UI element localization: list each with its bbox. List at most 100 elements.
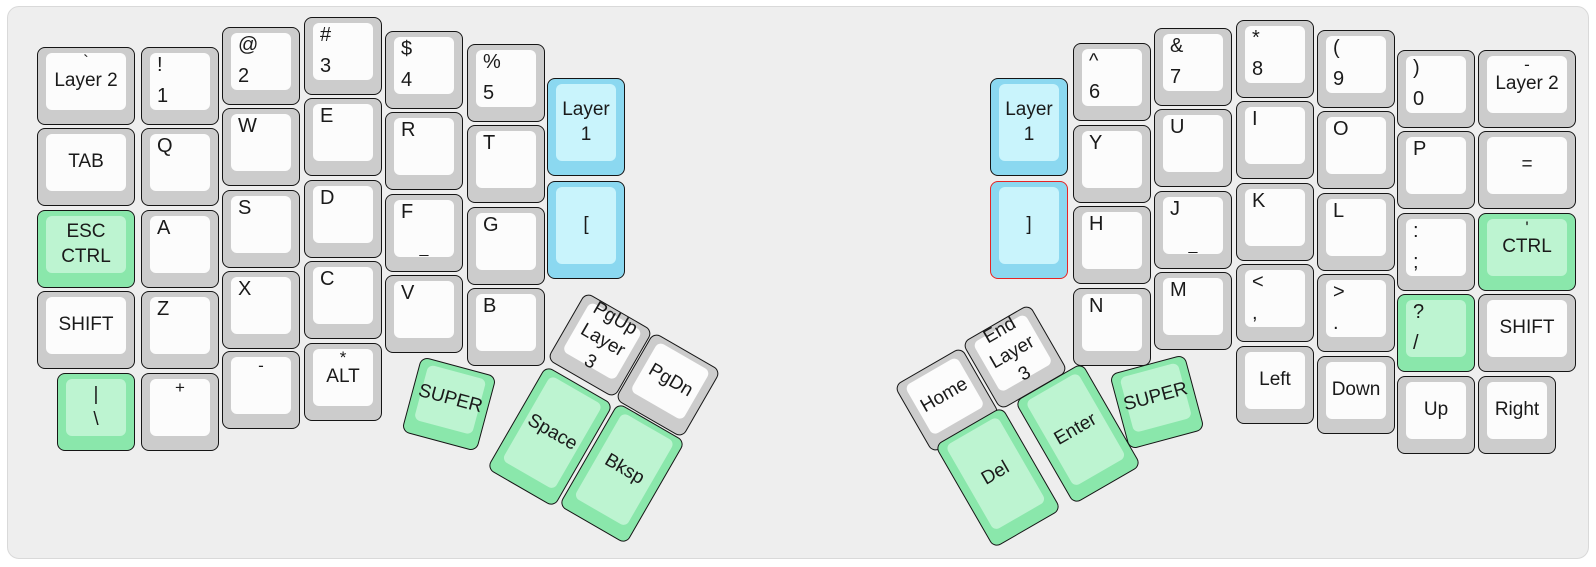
key-caret-6[interactable]: ^6 xyxy=(1073,43,1151,121)
key-label: # xyxy=(320,24,332,46)
key-colon-semicolon[interactable]: :; xyxy=(1397,213,1475,291)
key-question-slash[interactable]: ?/ xyxy=(1397,294,1475,372)
key-a[interactable]: A xyxy=(141,210,219,288)
key-h[interactable]: H xyxy=(1073,206,1151,284)
keycap-top: G xyxy=(476,213,536,270)
key-label: W xyxy=(238,115,257,137)
key-paren-0[interactable]: )0 xyxy=(1397,50,1475,128)
key-shift-left[interactable]: SHIFT xyxy=(37,291,135,369)
key-label: / xyxy=(1413,332,1419,354)
key-left[interactable]: Left xyxy=(1236,346,1314,424)
key-label: & xyxy=(1170,35,1184,57)
key-label: J xyxy=(1170,198,1180,220)
key-label: - xyxy=(258,356,264,375)
key-m[interactable]: M xyxy=(1154,272,1232,350)
key-w[interactable]: W xyxy=(222,108,300,186)
key-star-8[interactable]: *8 xyxy=(1236,20,1314,98)
key-label: 6 xyxy=(1089,81,1101,103)
keycap-top: !1 xyxy=(150,53,210,110)
key-label: , xyxy=(1252,302,1258,324)
key-label: SHIFT xyxy=(1499,317,1555,339)
keycap-top: *8 xyxy=(1245,26,1305,83)
keycap-top: `Layer 2 xyxy=(46,52,126,110)
key-shift-right[interactable]: SHIFT xyxy=(1478,294,1576,372)
key-star-alt[interactable]: *ALT xyxy=(304,343,382,421)
key-minus-layer2[interactable]: -Layer 2 xyxy=(1478,50,1576,128)
key-less-comma[interactable]: <, xyxy=(1236,264,1314,342)
key-i[interactable]: I xyxy=(1236,101,1314,179)
key-label: ! xyxy=(157,54,163,76)
keycap-top: W xyxy=(231,114,291,171)
key-z[interactable]: Z xyxy=(141,291,219,369)
keycap-top: %5 xyxy=(476,50,536,107)
keycap-top: M xyxy=(1163,278,1223,335)
key-label: G xyxy=(483,214,499,236)
key-amp-7[interactable]: &7 xyxy=(1154,28,1232,106)
key-quote-ctrl[interactable]: 'CTRL xyxy=(1478,213,1576,291)
keycap-top: &7 xyxy=(1163,34,1223,91)
key-label: Layer 2 xyxy=(1495,73,1559,95)
key-grave-layer2[interactable]: `Layer 2 xyxy=(37,47,135,125)
key-tab[interactable]: TAB xyxy=(37,128,135,206)
key-hash-3[interactable]: #3 xyxy=(304,17,382,95)
key-s[interactable]: S xyxy=(222,190,300,268)
key-label: 8 xyxy=(1252,58,1264,80)
key-f[interactable]: F_ xyxy=(385,194,463,272)
key-label: E xyxy=(320,105,334,127)
key-esc-ctrl[interactable]: ESC CTRL xyxy=(37,210,135,288)
key-v[interactable]: V xyxy=(385,275,463,353)
key-percent-5[interactable]: %5 xyxy=(467,44,545,122)
key-label: ^ xyxy=(1089,50,1099,72)
key-label: Up xyxy=(1423,399,1449,421)
key-label: * xyxy=(1252,27,1260,49)
key-e[interactable]: E xyxy=(304,98,382,176)
key-label: ) xyxy=(1413,57,1420,79)
keycap-top: PgDn xyxy=(630,341,711,421)
key-q[interactable]: Q xyxy=(141,128,219,206)
keycap-top: = xyxy=(1487,137,1567,194)
key-u[interactable]: U xyxy=(1154,109,1232,187)
key-rbracket[interactable]: ] xyxy=(990,181,1068,279)
key-n[interactable]: N xyxy=(1073,288,1151,366)
key-down[interactable]: Down xyxy=(1317,356,1395,434)
key-p[interactable]: P xyxy=(1397,131,1475,209)
key-y[interactable]: Y xyxy=(1073,125,1151,203)
key-label: R xyxy=(401,119,416,141)
key-t[interactable]: T xyxy=(467,125,545,203)
key-plus[interactable]: + xyxy=(141,373,219,451)
key-c[interactable]: C xyxy=(304,261,382,339)
key-super-left[interactable]: SUPER xyxy=(401,356,497,452)
key-x[interactable]: X xyxy=(222,271,300,349)
keycap-top: Layer 1 xyxy=(556,84,616,161)
key-layer1-right[interactable]: Layer 1 xyxy=(990,78,1068,176)
key-excl-1[interactable]: !1 xyxy=(141,47,219,125)
key-label: * xyxy=(339,348,347,367)
key-greater-period[interactable]: >. xyxy=(1317,274,1395,352)
key-d[interactable]: D xyxy=(304,180,382,258)
key-j[interactable]: J_ xyxy=(1154,191,1232,269)
key-at-2[interactable]: @2 xyxy=(222,27,300,105)
key-label: H xyxy=(1089,213,1104,235)
key-up[interactable]: Up xyxy=(1397,376,1475,454)
keycap-top: L xyxy=(1326,199,1386,256)
key-equals[interactable]: = xyxy=(1478,131,1576,209)
key-r[interactable]: R xyxy=(385,112,463,190)
key-minus-left[interactable]: - xyxy=(222,351,300,429)
key-label: Layer 1 xyxy=(1005,98,1053,145)
key-dollar-4[interactable]: $4 xyxy=(385,31,463,109)
key-o[interactable]: O xyxy=(1317,111,1395,189)
key-right[interactable]: Right xyxy=(1478,376,1556,454)
key-pipe-backslash[interactable]: | \ xyxy=(57,373,135,451)
keycap-top: K xyxy=(1245,189,1305,246)
key-label: ' xyxy=(1525,218,1529,237)
key-lbracket[interactable]: [ xyxy=(547,181,625,279)
keycap-top: ESC CTRL xyxy=(46,216,126,273)
key-paren-9[interactable]: (9 xyxy=(1317,30,1395,108)
key-layer1-left[interactable]: Layer 1 xyxy=(547,78,625,176)
key-b[interactable]: B xyxy=(467,288,545,366)
keycap-top: J_ xyxy=(1163,197,1223,254)
key-l[interactable]: L xyxy=(1317,193,1395,271)
keycap-top: B xyxy=(476,294,536,351)
key-k[interactable]: K xyxy=(1236,183,1314,261)
key-g[interactable]: G xyxy=(467,207,545,285)
